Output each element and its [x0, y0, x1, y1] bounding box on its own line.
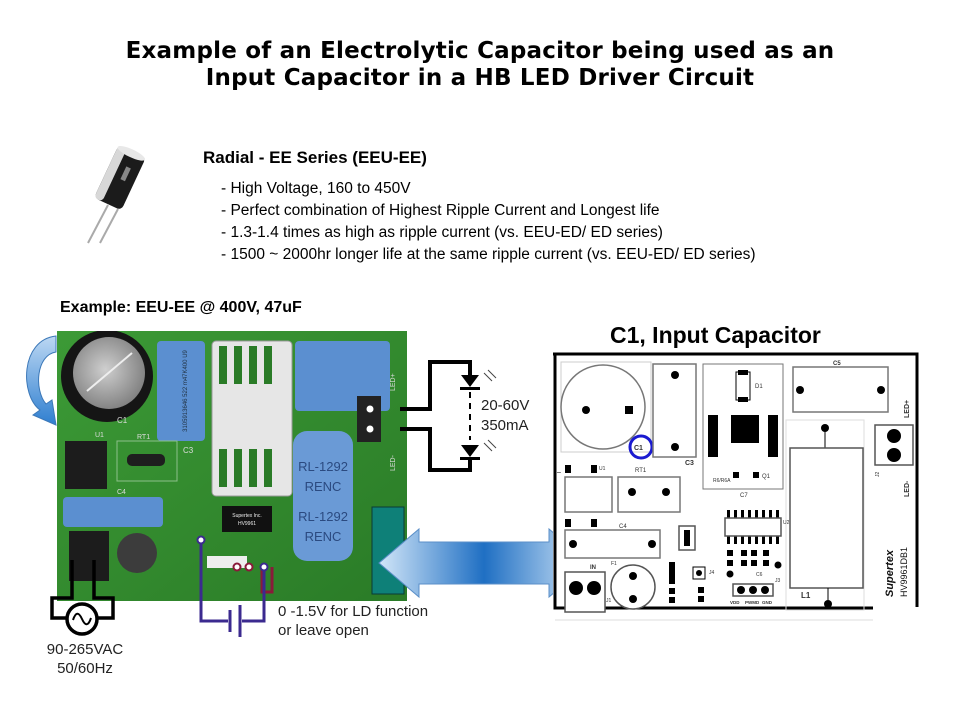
feature-list: - High Voltage, 160 to 450V - Perfect co…	[221, 178, 756, 266]
layout-brand: Supertex	[884, 549, 896, 597]
led-icon	[461, 445, 479, 457]
layout-label-c6: C6	[756, 572, 763, 578]
feature-item: - Perfect combination of Highest Ripple …	[221, 202, 660, 219]
slide-title-line-2: Input Capacitor in a HB LED Driver Circu…	[205, 65, 755, 91]
slide-title: Example of an Electrolytic Capacitor bei…	[0, 38, 960, 92]
cap-marking: 3105913646 522 m47K400 U9	[183, 349, 189, 431]
led-icon	[461, 375, 479, 387]
ac-input-connector	[69, 531, 109, 581]
ac-input-rating: 90-265VAC 50/60Hz	[40, 640, 130, 678]
layout-label-d1: D1	[755, 384, 763, 390]
layout-label-c1: C1	[634, 445, 643, 452]
led-voltage: 20-60V	[481, 397, 530, 414]
layout-label-f1: F1	[611, 561, 617, 567]
layout-label-u1: U1	[599, 466, 606, 472]
layout-label-c4: C4	[619, 524, 627, 530]
series-heading: Radial - EE Series (EEU-EE)	[203, 148, 427, 167]
layout-pin-pwmd: PWMD	[745, 600, 760, 605]
layout-label-q1: Q1	[762, 474, 771, 480]
ld-note-line-1: 0 -1.5V for LD function	[278, 603, 429, 620]
layout-label-j2: J2	[875, 472, 881, 478]
layout-label-l1: L1	[801, 591, 811, 600]
layout-pin-vdd: VDD	[730, 600, 740, 605]
ac-voltage: 90-265VAC	[46, 641, 124, 658]
pcb-label-rt1: RT1	[137, 434, 150, 441]
svg-text:RENC: RENC	[305, 529, 342, 544]
svg-text:RL-1292: RL-1292	[298, 509, 348, 524]
slide-title-line-1: Example of an Electrolytic Capacitor bei…	[125, 38, 835, 64]
curved-arrow-icon	[26, 335, 57, 426]
pcb-label-u1: U1	[95, 432, 104, 439]
pcb-label-led-plus: LED+	[390, 373, 397, 391]
layout-label-rt1: RT1	[635, 468, 647, 474]
fuse	[117, 533, 157, 573]
led-current: 350mA	[481, 417, 529, 434]
svg-text:HV9961: HV9961	[238, 521, 256, 527]
rt1-thermistor	[127, 454, 165, 466]
pcb-label-c1: C1	[117, 416, 128, 425]
c5-capacitor	[295, 341, 390, 411]
layout-label-c3: C3	[685, 460, 694, 467]
layout-title: C1, Input Capacitor	[610, 322, 821, 348]
svg-text:RL-1292: RL-1292	[298, 459, 348, 474]
u2-ic-footprint	[724, 517, 782, 537]
pcb-label-led-minus: LED-	[390, 454, 397, 471]
layout-label-led-minus: LED-	[904, 480, 911, 497]
layout-pin-gnd: GND	[762, 600, 773, 605]
svg-text:Supertex Inc.: Supertex Inc.	[232, 513, 261, 519]
pcb-label-c3: C3	[183, 446, 194, 455]
svg-text:–: –	[557, 469, 561, 476]
layout-label-led-plus: LED+	[904, 400, 911, 418]
layout-label-c5: C5	[833, 361, 841, 367]
heatsink	[211, 340, 293, 497]
pcb-photo: C1 3105913646 522 m47K400 U9 C3 LED+ LED…	[57, 331, 407, 601]
feature-item: - 1.3-1.4 times as high as ripple curren…	[221, 224, 663, 241]
ld-note-line-2: or leave open	[278, 622, 369, 639]
led-string-diagram	[400, 360, 472, 472]
capacitor-photo	[87, 145, 146, 244]
hv9961-ic: Supertex Inc. HV9961	[222, 506, 272, 532]
feature-item: - High Voltage, 160 to 450V	[221, 180, 411, 197]
c1-highlight-ring	[628, 434, 654, 460]
layout-label-u2: U2	[783, 520, 790, 526]
layout-label-r6: R6/R6A	[713, 478, 731, 484]
layout-label-in: IN	[590, 565, 596, 571]
ld-function-note: 0 -1.5V for LD function or leave open	[278, 602, 428, 640]
c4-capacitor	[63, 497, 163, 527]
layout-label-c7: C7	[740, 493, 748, 499]
bridge-rectifier	[65, 441, 107, 489]
svg-text:RENC: RENC	[305, 479, 342, 494]
l1-inductor: RL-1292 RENC RL-1292 RENC	[293, 431, 353, 561]
ac-frequency: 50/60Hz	[57, 660, 113, 677]
layout-board-id: HV9961DB1	[899, 547, 909, 597]
example-label: Example: EEU-EE @ 400V, 47uF	[60, 299, 302, 316]
c1-capacitor: C1	[61, 331, 153, 425]
feature-item: - 1500 ~ 2000hr longer life at the same …	[221, 246, 756, 263]
layout-label-j3: J3	[775, 578, 781, 584]
pcb-label-c4: C4	[117, 489, 126, 496]
layout-label-j4: J4	[709, 570, 715, 576]
c3-capacitor: 3105913646 522 m47K400 U9 C3	[157, 341, 205, 455]
led-rating: 20-60V 350mA	[481, 396, 529, 436]
layout-label-j1: J1	[606, 598, 612, 604]
led-connector	[357, 396, 381, 442]
pcb-layout-diagram: C1 C3 D1 Q1 R6/R6A C7 C5 LED+ LED- J2 L1…	[553, 352, 923, 632]
pwm-header	[207, 556, 247, 568]
